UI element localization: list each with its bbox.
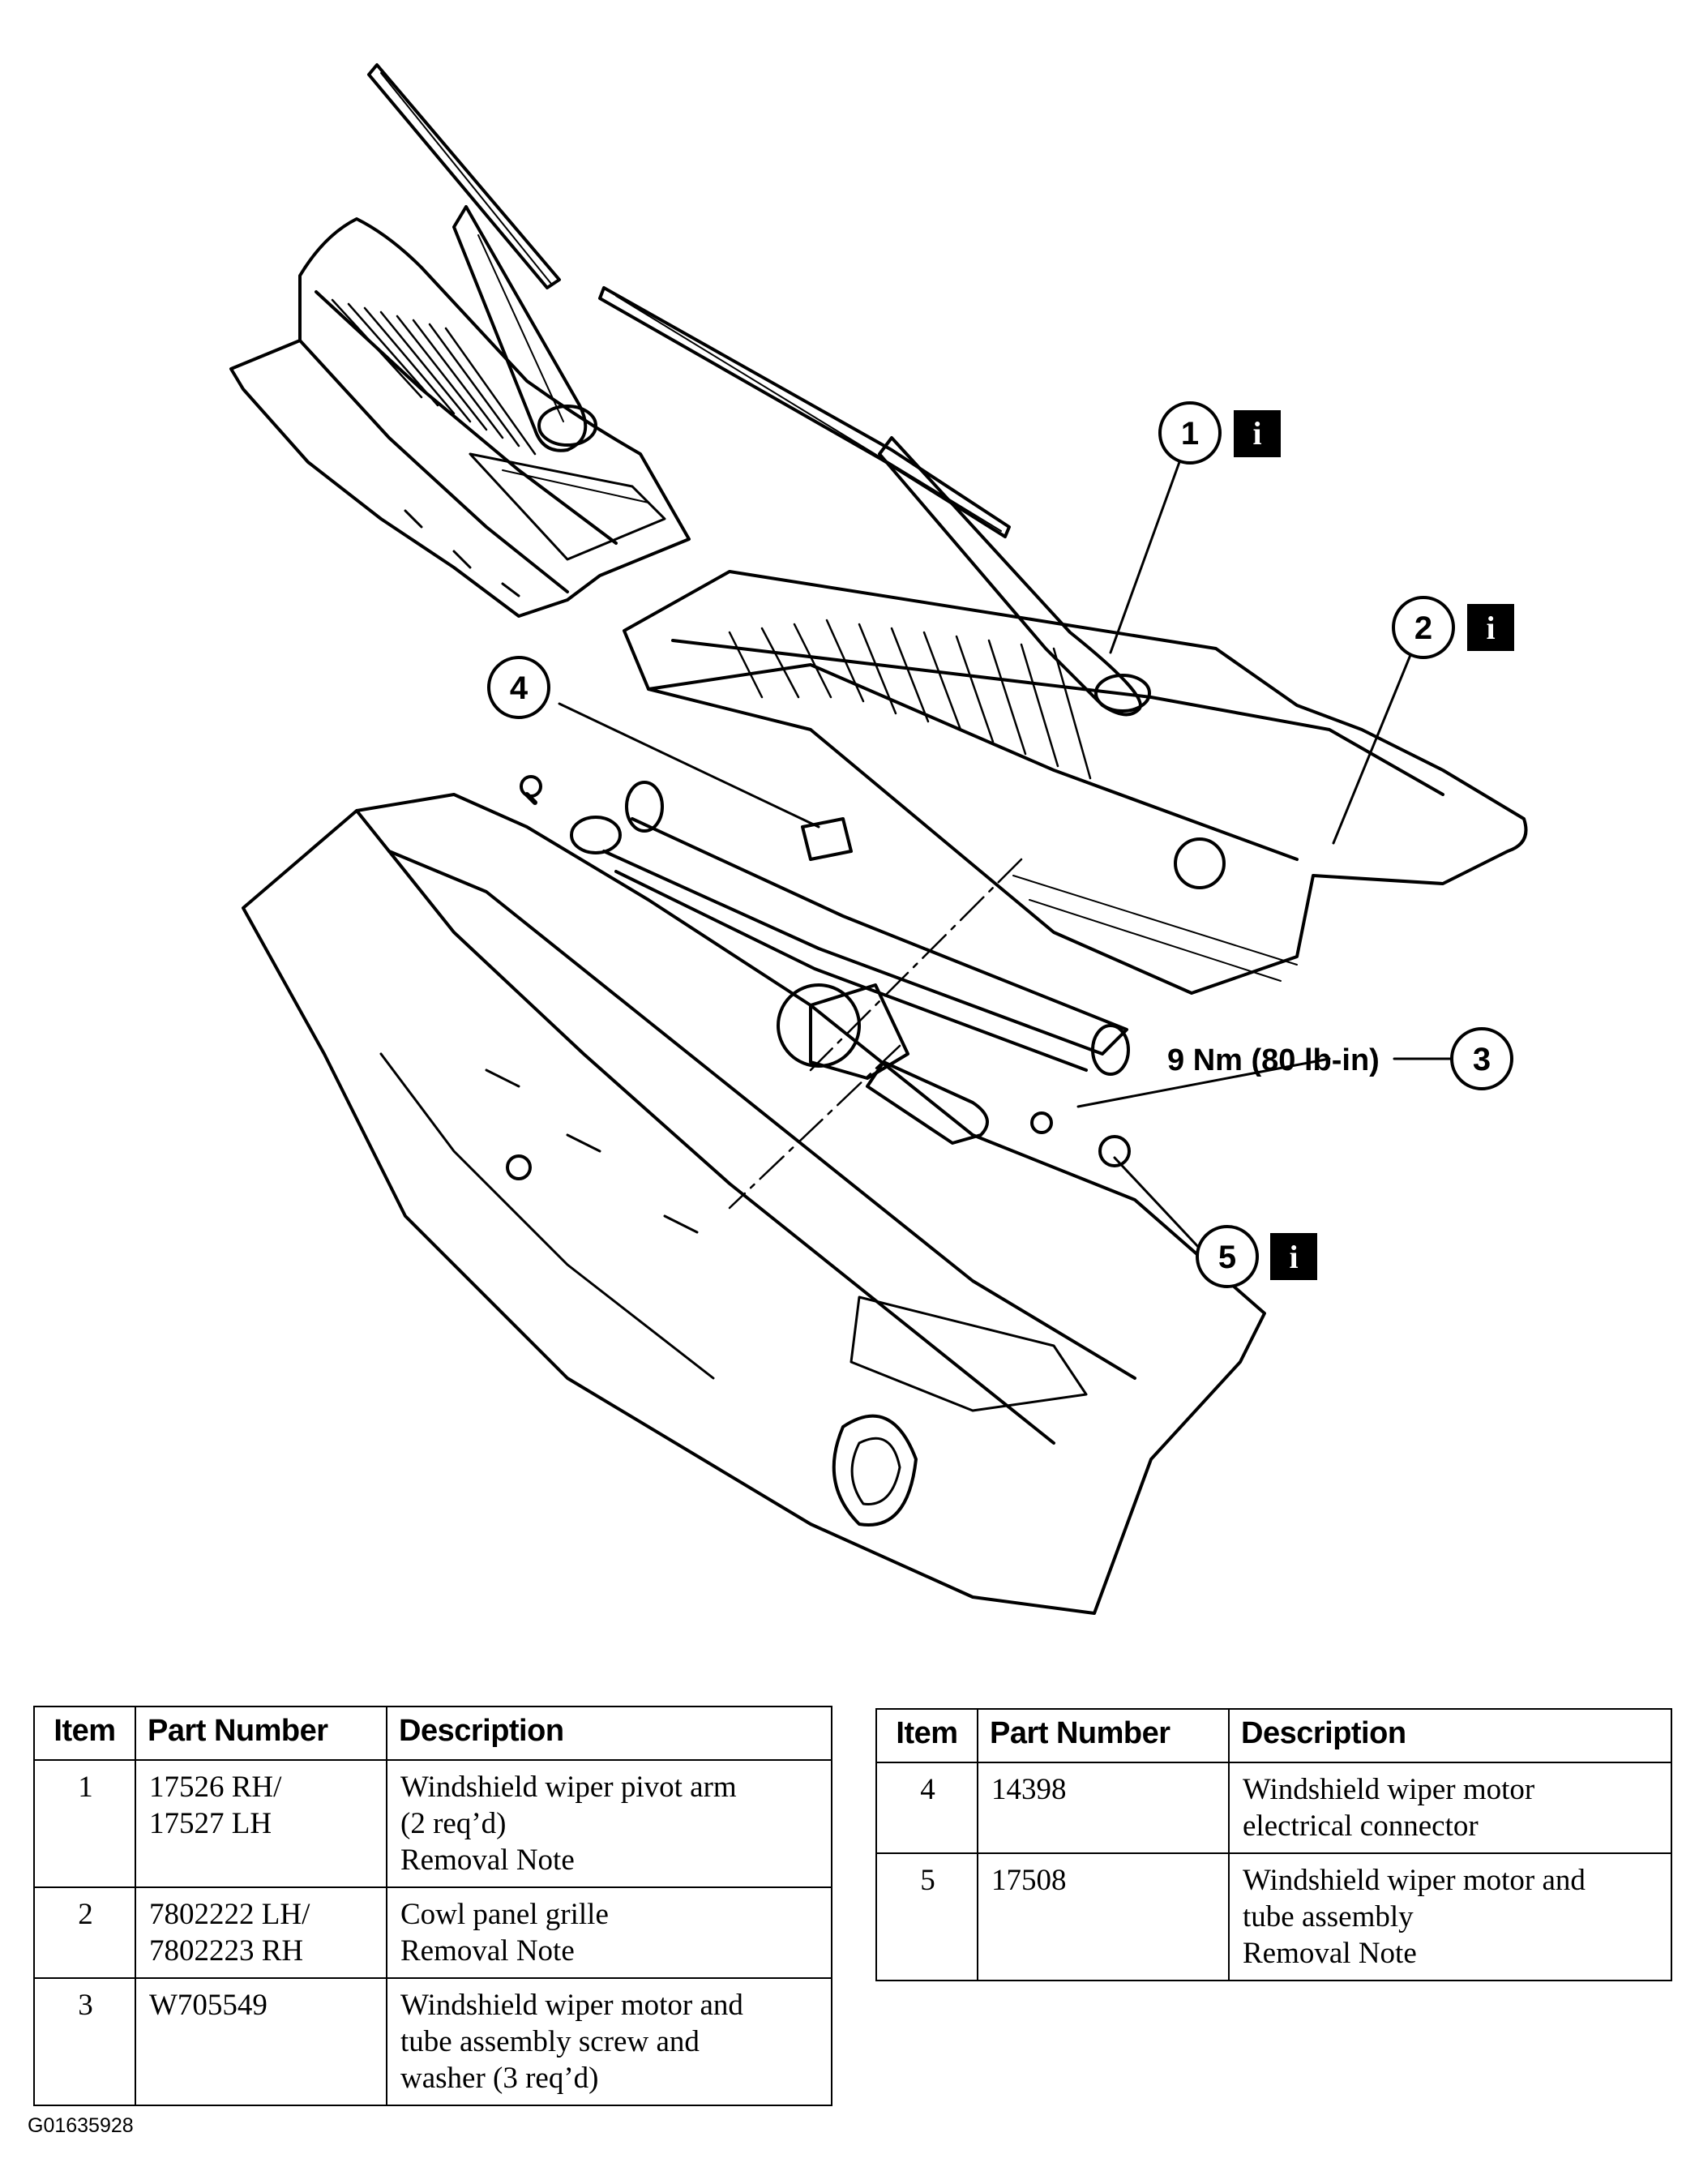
cell-part-number: 17508: [977, 1852, 1230, 1981]
svg-text:i: i: [1486, 610, 1495, 646]
parts-table-right: Item Part Number Description 4 14398 Win…: [875, 1708, 1672, 1981]
cowl-panel-rh: [623, 570, 1528, 995]
cell-item: 5: [875, 1852, 978, 1981]
svg-text:i: i: [1252, 415, 1261, 452]
table-header-row: Item Part Number Description: [33, 1706, 832, 1761]
cell-part-number: 14398: [977, 1762, 1230, 1854]
info-icon: [1467, 604, 1514, 651]
cell-description: Windshield wiper motor electrical connec…: [1228, 1762, 1672, 1854]
table-row: 4 14398 Windshield wiper motor electrica…: [875, 1762, 1672, 1854]
table-row: 1 17526 RH/ 17527 LH Windshield wiper pi…: [33, 1759, 832, 1888]
svg-text:1: 1: [1181, 416, 1199, 452]
svg-text:3: 3: [1473, 1042, 1491, 1077]
header-item: Item: [33, 1706, 136, 1761]
cell-item: 1: [33, 1759, 136, 1888]
cell-part-number: 17526 RH/ 17527 LH: [135, 1759, 387, 1888]
callout-3: 3: [1450, 1027, 1513, 1090]
cowl-panel-lh: [229, 217, 691, 618]
wiper-arm-rh: [598, 286, 1151, 717]
cell-item: 4: [875, 1762, 978, 1854]
exploded-view-diagram: 1 i 2 i 3 4 5 i 9 Nm (80 lb-in): [229, 63, 1528, 1615]
cell-description: Windshield wiper motor and tube assembly…: [1228, 1852, 1672, 1981]
callout-5: 5 i: [1196, 1225, 1317, 1288]
info-icon: [1270, 1233, 1317, 1280]
callout-4: 4: [487, 656, 550, 719]
cell-item: 3: [33, 1977, 136, 2106]
cell-description: Windshield wiper pivot arm (2 req’d) Rem…: [386, 1759, 832, 1888]
cell-description: Windshield wiper motor and tube assembly…: [386, 1977, 832, 2106]
header-item: Item: [875, 1708, 978, 1763]
table-row: 3 W705549 Windshield wiper motor and tub…: [33, 1977, 832, 2106]
svg-text:i: i: [1289, 1239, 1298, 1275]
wiper-arm-lh: [367, 63, 597, 452]
table-header-row: Item Part Number Description: [875, 1708, 1672, 1763]
cell-part-number: 7802222 LH/ 7802223 RH: [135, 1886, 387, 1979]
table-row: 5 17508 Windshield wiper motor and tube …: [875, 1852, 1672, 1981]
svg-text:5: 5: [1218, 1240, 1236, 1275]
header-part-number: Part Number: [977, 1708, 1230, 1763]
header-description: Description: [386, 1706, 832, 1761]
wiper-linkage-assembly: [520, 775, 1131, 1167]
table-row: 2 7802222 LH/ 7802223 RH Cowl panel gril…: [33, 1886, 832, 1979]
header-part-number: Part Number: [135, 1706, 387, 1761]
cell-item: 2: [33, 1886, 136, 1979]
callout-2: 2 i: [1392, 596, 1514, 659]
header-description: Description: [1228, 1708, 1672, 1763]
info-icon: [1234, 410, 1281, 457]
parts-table-left: Item Part Number Description 1 17526 RH/…: [33, 1706, 832, 2106]
cowl-body-structure: [242, 793, 1266, 1615]
svg-text:2: 2: [1414, 610, 1432, 646]
cell-description: Cowl panel grille Removal Note: [386, 1886, 832, 1979]
svg-text:4: 4: [510, 670, 529, 706]
cell-part-number: W705549: [135, 1977, 387, 2106]
figure-id: G01635928: [28, 2114, 134, 2137]
callout-1: 1 i: [1158, 401, 1281, 465]
torque-spec: 9 Nm (80 lb-in): [1167, 1043, 1380, 1077]
